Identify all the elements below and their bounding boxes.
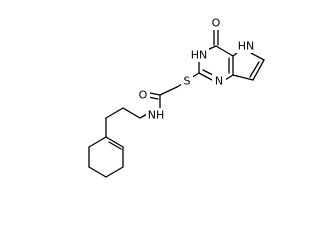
- atom-hn-pyrrole-label: HN: [238, 40, 255, 53]
- bond: [250, 52, 265, 61]
- bond: [149, 92, 161, 96]
- bond: [215, 45, 234, 57]
- bond: [105, 166, 124, 178]
- atom-hn-ring-label: HN: [191, 49, 208, 62]
- atom-s-thio-label: S: [184, 75, 191, 88]
- atom-nh-amide: NH: [146, 108, 166, 122]
- molecule-canvas: O HN HN N S O: [88, 16, 265, 178]
- bond: [249, 61, 260, 78]
- bond: [252, 59, 265, 81]
- atom-o-ketone-label: O: [212, 17, 221, 30]
- bond: [122, 107, 141, 119]
- atom-o-amide: O: [136, 88, 150, 102]
- bond: [88, 136, 107, 148]
- atom-nh-amide-label: NH: [148, 109, 165, 122]
- atom-o-ketone: O: [209, 16, 223, 30]
- bond: [198, 72, 213, 81]
- bond: [108, 141, 122, 150]
- atom-hn-ring: HN: [189, 48, 209, 62]
- structure-diagram: O HN HN N S O: [88, 16, 265, 178]
- atom-s-thio: S: [181, 74, 193, 88]
- atom-hn-pyrrole: HN: [236, 39, 256, 53]
- bond: [202, 69, 214, 76]
- bond: [232, 74, 254, 81]
- atom-labels: O HN HN N S O: [136, 16, 256, 122]
- atom-n-ring-label: N: [215, 75, 223, 88]
- atom-o-amide-label: O: [139, 89, 148, 102]
- bond: [224, 74, 234, 81]
- bond: [159, 86, 178, 96]
- atom-n-ring: N: [212, 74, 226, 88]
- bond: [105, 107, 124, 119]
- bond: [105, 136, 124, 148]
- bond: [88, 166, 107, 178]
